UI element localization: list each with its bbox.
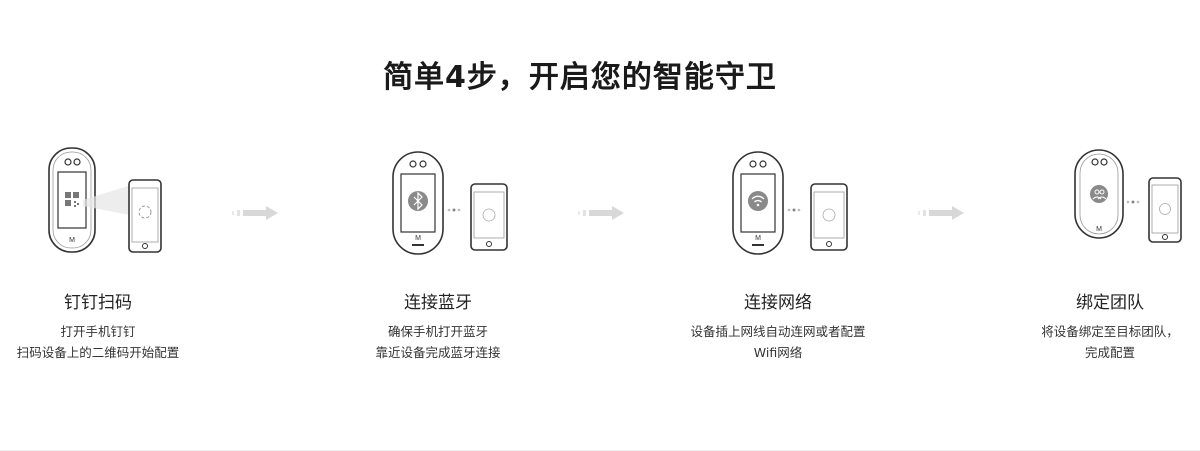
step-title: 连接网络: [744, 293, 812, 313]
step-desc-line: Wifi网络: [753, 345, 803, 360]
step-desc-line: 靠近设备完成蓝牙连接: [375, 345, 501, 360]
arrow-right-icon: [918, 206, 964, 220]
step-bluetooth: M 连接蓝牙 确保手机打开蓝牙 靠近设备完成蓝牙连接: [318, 140, 558, 360]
step-team: M 绑定团队 将设备绑定至目标团队， 完成配置: [990, 140, 1200, 360]
step-desc-line: 确保手机打开蓝牙: [387, 324, 488, 339]
team-illustration: M: [1074, 149, 1182, 243]
svg-text:M: M: [69, 237, 75, 244]
step-title: 钉钉扫码: [64, 293, 132, 313]
svg-text:M: M: [415, 235, 421, 242]
step-desc: 打开手机钉钉 扫码设备上的二维码开始配置: [0, 321, 218, 363]
scan-illustration: M: [48, 147, 162, 253]
step-desc-line: 完成配置: [1084, 345, 1135, 360]
phone-icon: [810, 183, 848, 251]
phone-icon: [128, 179, 162, 253]
arrow-right-icon: [232, 206, 278, 220]
phone-icon: [1148, 177, 1182, 243]
wifi-icon: [748, 191, 768, 211]
step-desc-line: 将设备绑定至目标团队，: [1041, 324, 1179, 339]
step-desc-line: 扫码设备上的二维码开始配置: [16, 345, 180, 360]
step-title: 绑定团队: [1076, 293, 1144, 313]
svg-text:M: M: [755, 235, 761, 242]
step-desc: 将设备绑定至目标团队， 完成配置: [990, 321, 1200, 363]
bluetooth-icon: [408, 191, 428, 211]
svg-text:M: M: [1096, 226, 1102, 233]
team-icon: [1090, 185, 1108, 203]
qr-code-icon: [65, 192, 79, 207]
arrow-right-icon: [578, 206, 624, 220]
page-title: 简单4步，开启您的智能守卫: [383, 60, 777, 95]
step-desc-line: 打开手机钉钉: [60, 324, 136, 339]
step-desc: 设备插上网线自动连网或者配置 Wifi网络: [658, 321, 898, 363]
phone-icon: [470, 183, 508, 251]
step-title: 连接蓝牙: [404, 293, 472, 313]
bluetooth-illustration: M: [392, 151, 508, 255]
step-network: M 连接网络 设备插上网线自动连网或者配置 Wifi网络: [658, 140, 898, 360]
step-desc: 确保手机打开蓝牙 靠近设备完成蓝牙连接: [318, 321, 558, 363]
step-desc-line: 设备插上网线自动连网或者配置: [690, 324, 866, 339]
step-scan: M 钉钉扫码 打开手机钉钉 扫码设备上的二维码开始配置: [0, 140, 218, 360]
device-icon: M: [48, 147, 96, 253]
network-illustration: M: [732, 151, 848, 255]
